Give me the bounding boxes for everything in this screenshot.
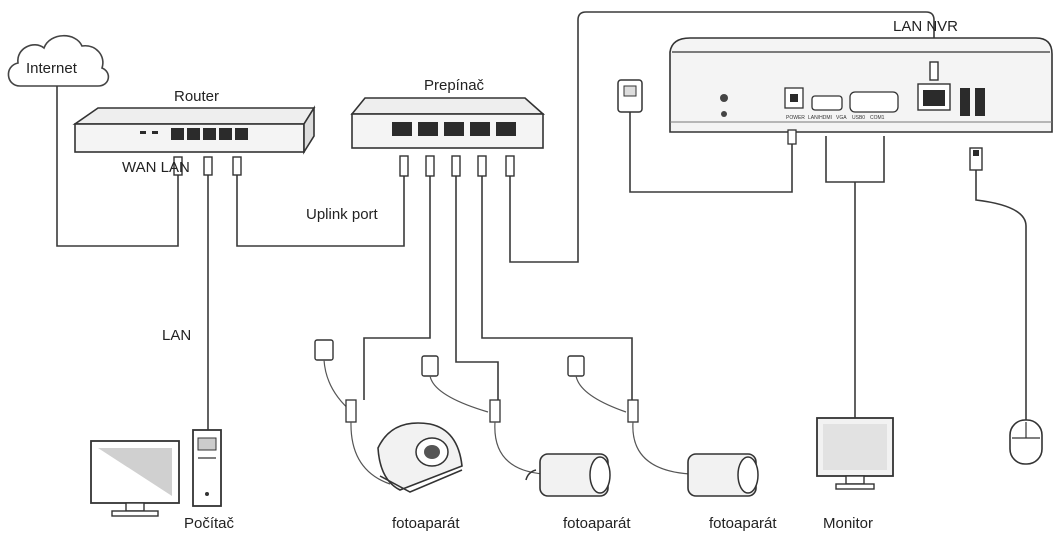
lan-nvr-label: LAN NVR (893, 18, 959, 35)
computer-monitor-icon (90, 440, 180, 517)
router-label: Router (174, 88, 220, 105)
camera-3-bullet-icon (687, 453, 759, 497)
monitor-device-icon (816, 417, 894, 490)
usb-plug-icon (969, 147, 983, 171)
camera-1-dome-icon (377, 422, 463, 493)
camera-3-connector-icon (627, 399, 691, 475)
lan-label: LAN (162, 327, 192, 344)
camera-1-label: fotoaparát (392, 515, 460, 532)
camera-2-power-adapter-icon (421, 355, 489, 413)
wan-lan-label: WAN LAN (122, 159, 190, 176)
internet-cloud-icon (7, 34, 110, 87)
camera-3-label: fotoaparát (709, 515, 777, 532)
computer-tower-icon (192, 429, 222, 507)
nvr-port-vga-label: VGA (836, 115, 847, 121)
uplink-port-label: Uplink port (306, 206, 378, 223)
switch-device-icon (350, 97, 546, 177)
camera-2-bullet-icon (525, 453, 611, 497)
camera-2-label: fotoaparát (563, 515, 631, 532)
nvr-port-com-label: COM1 (870, 115, 885, 121)
switch-label: Prepínač (424, 77, 485, 94)
nvr-port-power-label: POWER (786, 115, 805, 121)
camera-3-power-adapter-icon (567, 355, 627, 413)
camera-2-connector-icon (489, 399, 545, 475)
nvr-device-icon: POWER LAN/HDMI VGA USB0 COM1 (669, 37, 1053, 133)
internet-label: Internet (26, 60, 77, 77)
monitor-label: Monitor (823, 515, 874, 532)
nvr-port-lanhdmi-label: LAN/HDMI (808, 115, 832, 121)
power-adapter-icon (617, 79, 797, 145)
nvr-port-usb-label: USB0 (852, 115, 865, 121)
router-device-icon (72, 105, 316, 176)
camera-1-connector-icon (345, 399, 391, 485)
computer-label: Počítač (184, 515, 235, 532)
cables (56, 11, 1027, 430)
mouse-device-icon (1009, 419, 1043, 465)
